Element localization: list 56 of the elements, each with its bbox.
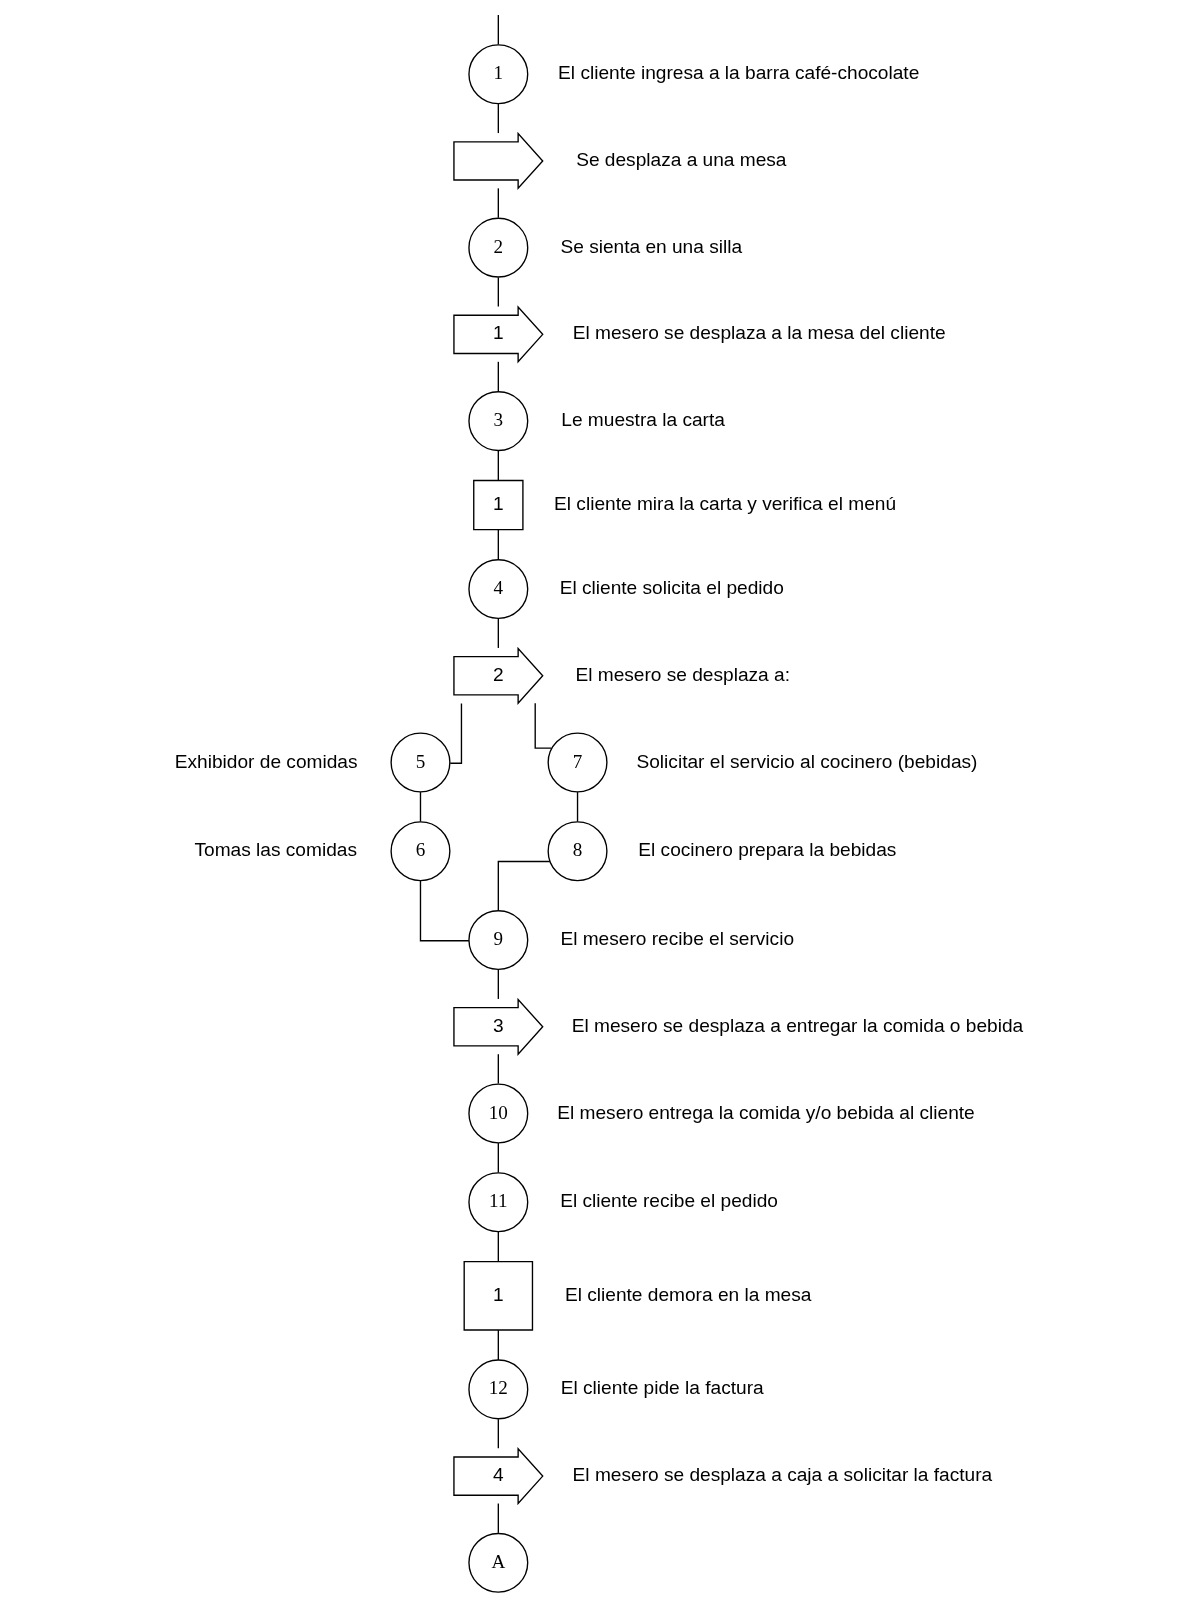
node-label: El mesero se desplaza a entregar la comida o bebida <box>571 1014 1024 1036</box>
node-label: El cocinero prepara la bebidas <box>638 839 897 861</box>
connector <box>497 14 499 46</box>
connector <box>419 880 470 942</box>
node-label: El cliente demora en la mesa <box>564 1283 812 1305</box>
connector <box>576 791 579 823</box>
connector <box>497 969 499 1000</box>
node-circle: 5 <box>390 732 451 793</box>
node-circle: 10 <box>468 1083 529 1144</box>
connector <box>497 103 499 134</box>
node-label: El mesero se desplaza a: <box>575 663 790 685</box>
node-box: 1 <box>463 1261 534 1331</box>
node-label: Se sienta en una silla <box>560 235 743 257</box>
connector <box>497 449 499 481</box>
node-circle: 1 <box>468 44 529 105</box>
node-arrow <box>453 131 544 191</box>
node-label: El mesero se desplaza a caja a solicitar la factura <box>572 1464 993 1486</box>
connector <box>497 529 499 561</box>
connector <box>419 791 422 823</box>
node-label: El mesero recibe el servicio <box>560 928 795 950</box>
node-label: Exhibidor de comidas <box>174 750 358 772</box>
node-label: El mesero se desplaza a la mesa del cliente <box>572 322 946 344</box>
connector <box>497 1053 499 1085</box>
connector <box>449 702 463 764</box>
node-label: El cliente solicita el pedido <box>559 577 784 599</box>
node-circle: 2 <box>468 217 529 278</box>
node-circle: 11 <box>468 1172 529 1233</box>
node-label: Se desplaza a una mesa <box>576 148 787 170</box>
connector <box>534 702 553 749</box>
node-label: Le muestra la carta <box>561 409 725 431</box>
node-circle: 4 <box>468 559 529 620</box>
connector <box>497 618 499 649</box>
node-circle: 8 <box>547 821 608 882</box>
node-label: Tomas las comidas <box>194 839 357 861</box>
connector <box>497 1418 499 1449</box>
node-label: El cliente ingresa a la barra café-chocolate <box>558 62 920 84</box>
connector <box>497 1231 499 1263</box>
node-label: El cliente mira la carta y verifica el menú <box>554 493 897 515</box>
connector <box>497 187 499 219</box>
connector <box>497 361 499 392</box>
node-label: El mesero entrega la comida y/o bebida al cliente <box>557 1101 975 1123</box>
node-circle: 12 <box>468 1359 529 1420</box>
node-circle: 9 <box>468 910 529 971</box>
node-box: 1 <box>473 479 524 531</box>
node-label: El cliente pide la factura <box>560 1377 764 1399</box>
node-circle: A <box>468 1532 529 1593</box>
node-circle: 3 <box>468 391 529 452</box>
node-label: El cliente recibe el pedido <box>560 1190 778 1212</box>
connector <box>497 1329 499 1361</box>
node-circle: 7 <box>547 732 608 793</box>
node-label: Solicitar el servicio al cocinero (bebidas) <box>636 750 978 772</box>
node-circle: 6 <box>390 821 451 882</box>
connector <box>497 1502 499 1534</box>
connector <box>497 860 551 912</box>
connector <box>497 276 499 308</box>
connector <box>497 1142 499 1174</box>
